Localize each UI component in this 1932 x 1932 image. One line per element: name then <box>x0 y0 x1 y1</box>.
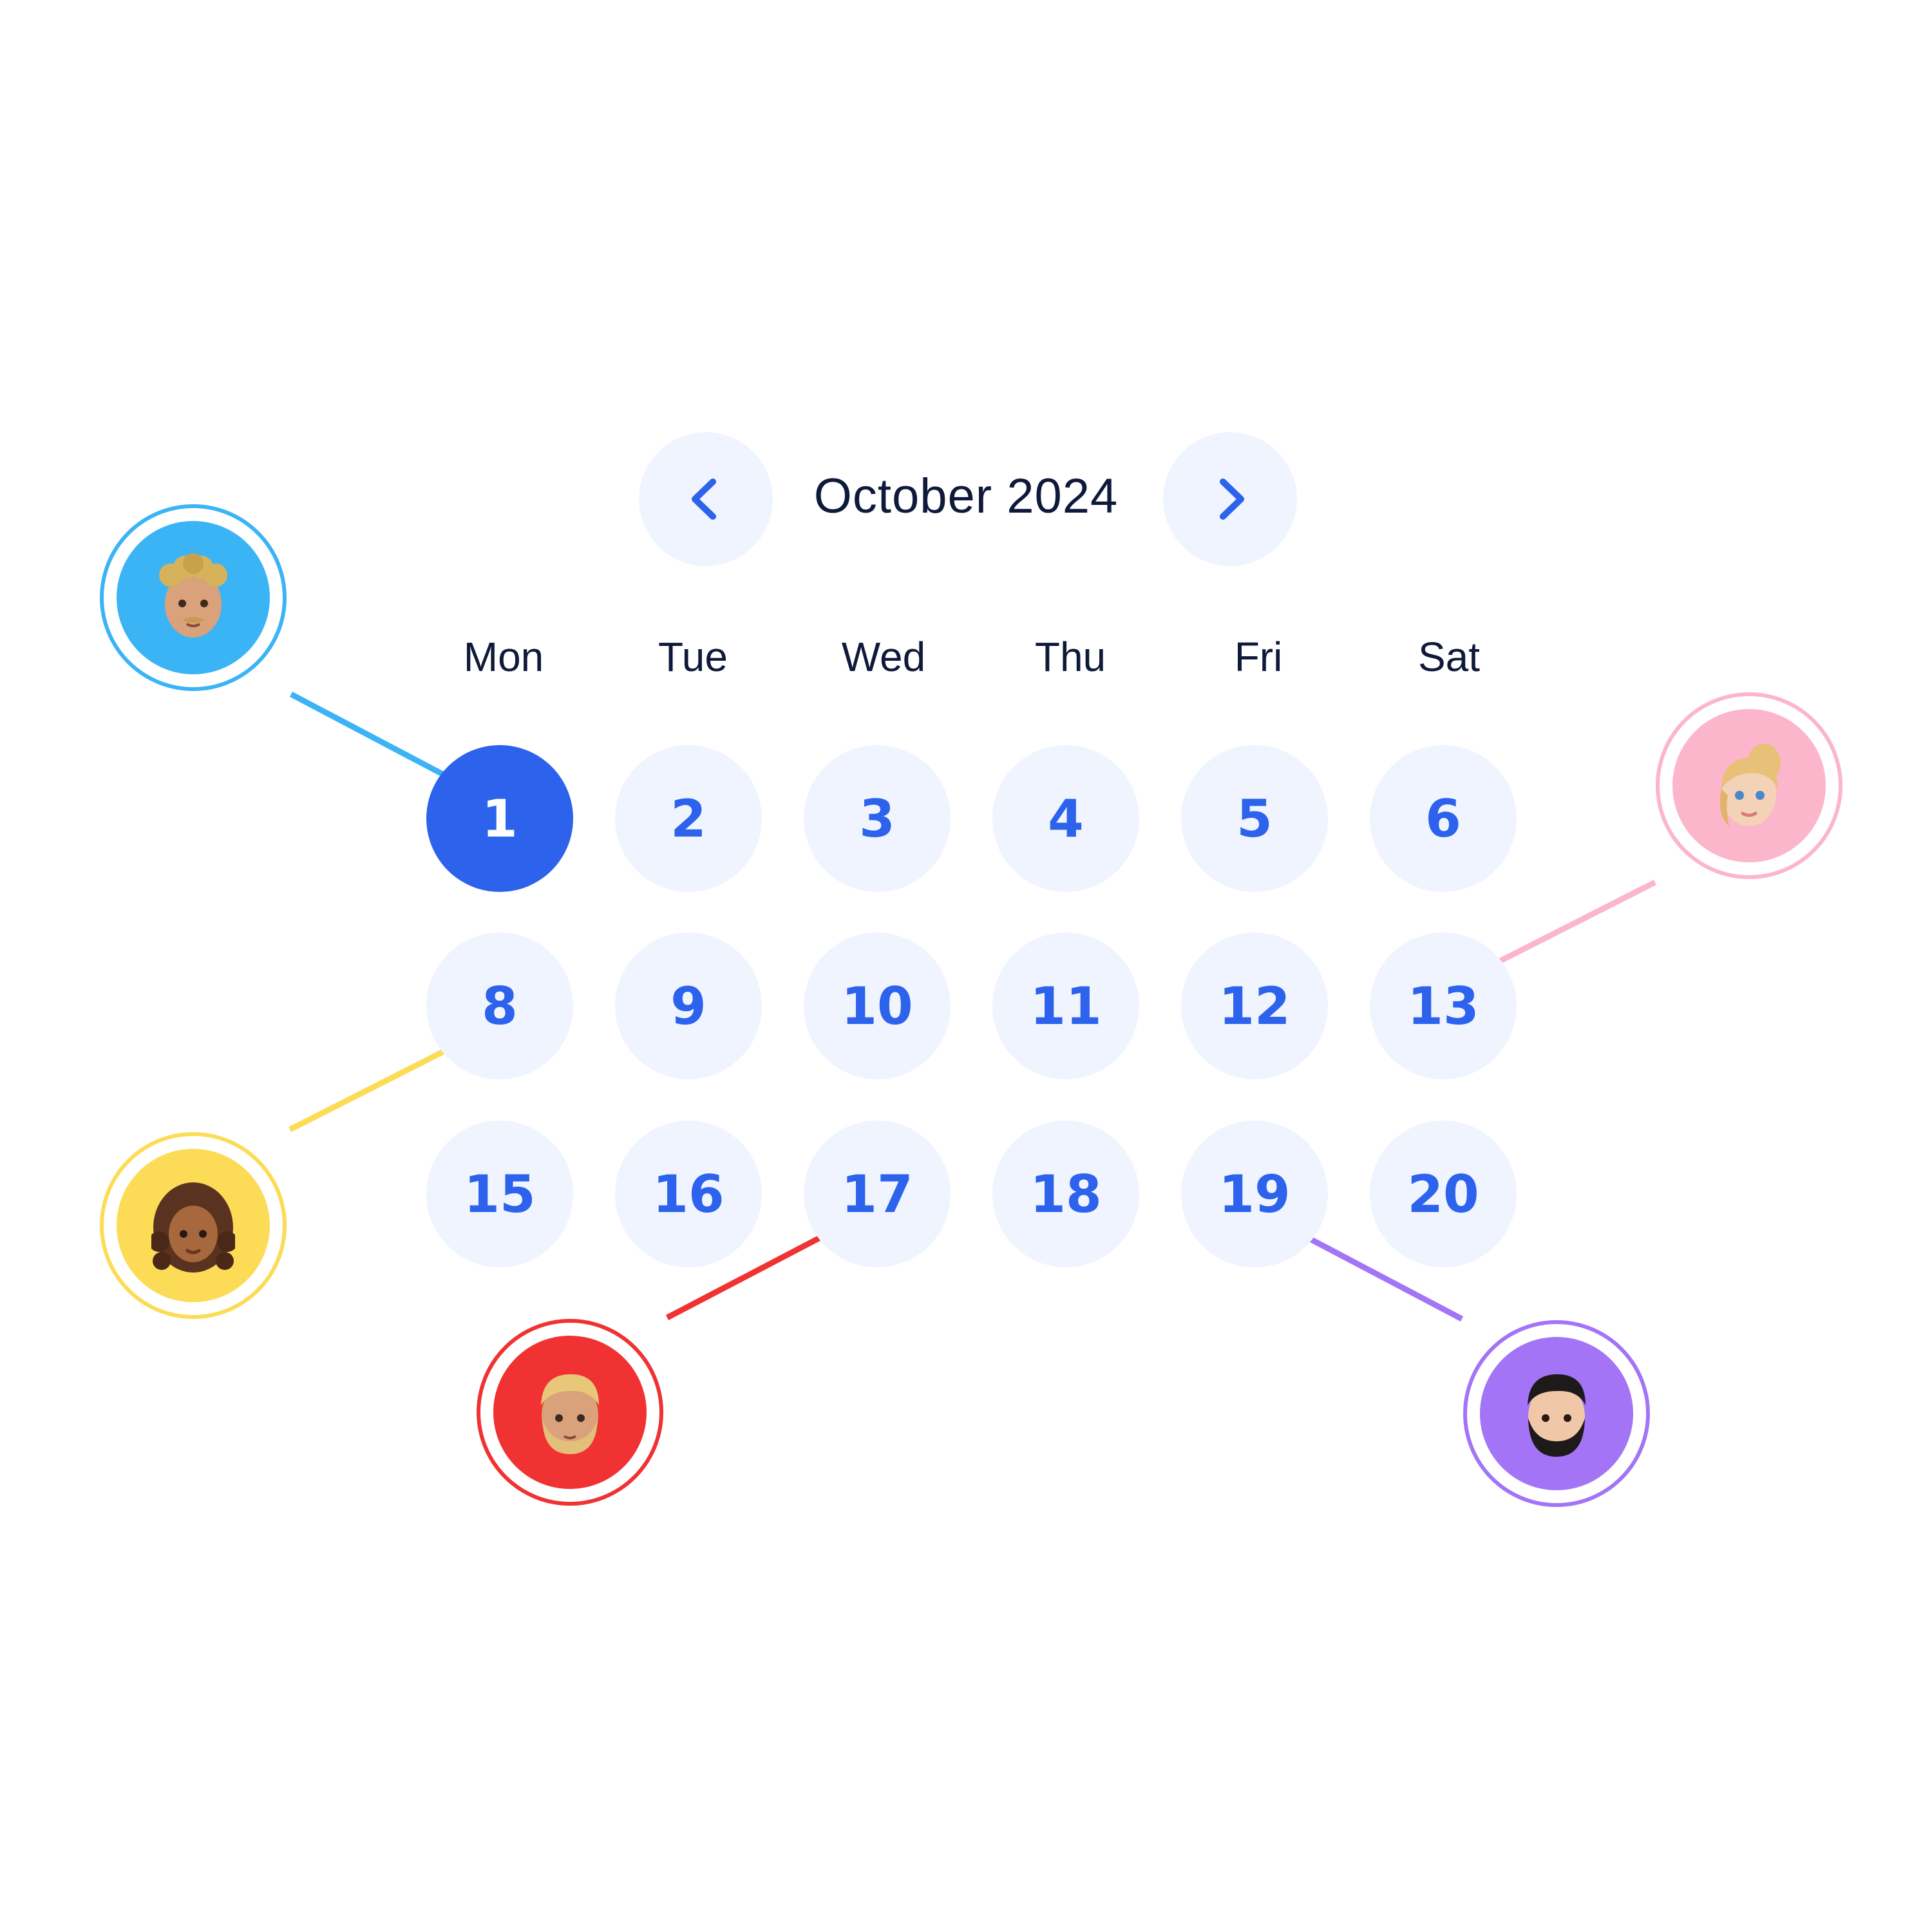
chevron-left-icon <box>692 478 716 520</box>
curly-haired-woman-icon <box>151 1182 235 1273</box>
day-3[interactable]: 3 <box>804 745 951 892</box>
day-18[interactable]: 18 <box>992 1121 1139 1267</box>
bearded-blond-man-avatar[interactable] <box>477 1319 663 1506</box>
next-month-button[interactable] <box>1163 432 1297 566</box>
weekday-wed: Wed <box>841 634 926 680</box>
curly-haired-man-avatar[interactable] <box>100 504 287 691</box>
day-11[interactable]: 11 <box>992 933 1139 1079</box>
blonde-woman-avatar[interactable] <box>1656 692 1842 879</box>
connector-day-13 <box>1486 879 1657 971</box>
day-8[interactable]: 8 <box>426 933 573 1079</box>
connector-day-8 <box>288 1041 459 1133</box>
bearded-dark-haired-man-icon <box>1528 1374 1586 1457</box>
blonde-woman-icon <box>1719 744 1781 826</box>
day-2[interactable]: 2 <box>615 745 762 892</box>
day-17[interactable]: 17 <box>804 1121 951 1267</box>
weekday-sat: Sat <box>1417 634 1481 680</box>
day-13[interactable]: 13 <box>1370 933 1517 1079</box>
day-1-selected[interactable]: 1 <box>426 745 573 892</box>
curly-haired-woman-avatar[interactable] <box>100 1132 287 1319</box>
day-4[interactable]: 4 <box>992 745 1139 892</box>
day-10[interactable]: 10 <box>804 933 951 1079</box>
chevron-right-icon <box>1220 478 1244 520</box>
day-6[interactable]: 6 <box>1370 745 1517 892</box>
bearded-dark-haired-man-avatar[interactable] <box>1463 1320 1650 1507</box>
weekday-tue: Tue <box>658 634 728 680</box>
day-20[interactable]: 20 <box>1370 1121 1517 1267</box>
weekday-thu: Thu <box>1034 634 1106 680</box>
curly-haired-man-icon <box>159 553 227 638</box>
day-16[interactable]: 16 <box>615 1121 762 1267</box>
weekday-fri: Fri <box>1234 634 1283 680</box>
bearded-blond-man-icon <box>541 1374 599 1454</box>
previous-month-button[interactable] <box>639 432 773 566</box>
day-19[interactable]: 19 <box>1181 1121 1328 1267</box>
weekday-mon: Mon <box>463 634 544 680</box>
connector-day-1 <box>289 692 459 784</box>
month-title: October 2024 <box>813 469 1119 524</box>
day-15[interactable]: 15 <box>426 1121 573 1267</box>
day-5[interactable]: 5 <box>1181 745 1328 892</box>
day-12[interactable]: 12 <box>1181 933 1328 1079</box>
day-9[interactable]: 9 <box>615 933 762 1079</box>
